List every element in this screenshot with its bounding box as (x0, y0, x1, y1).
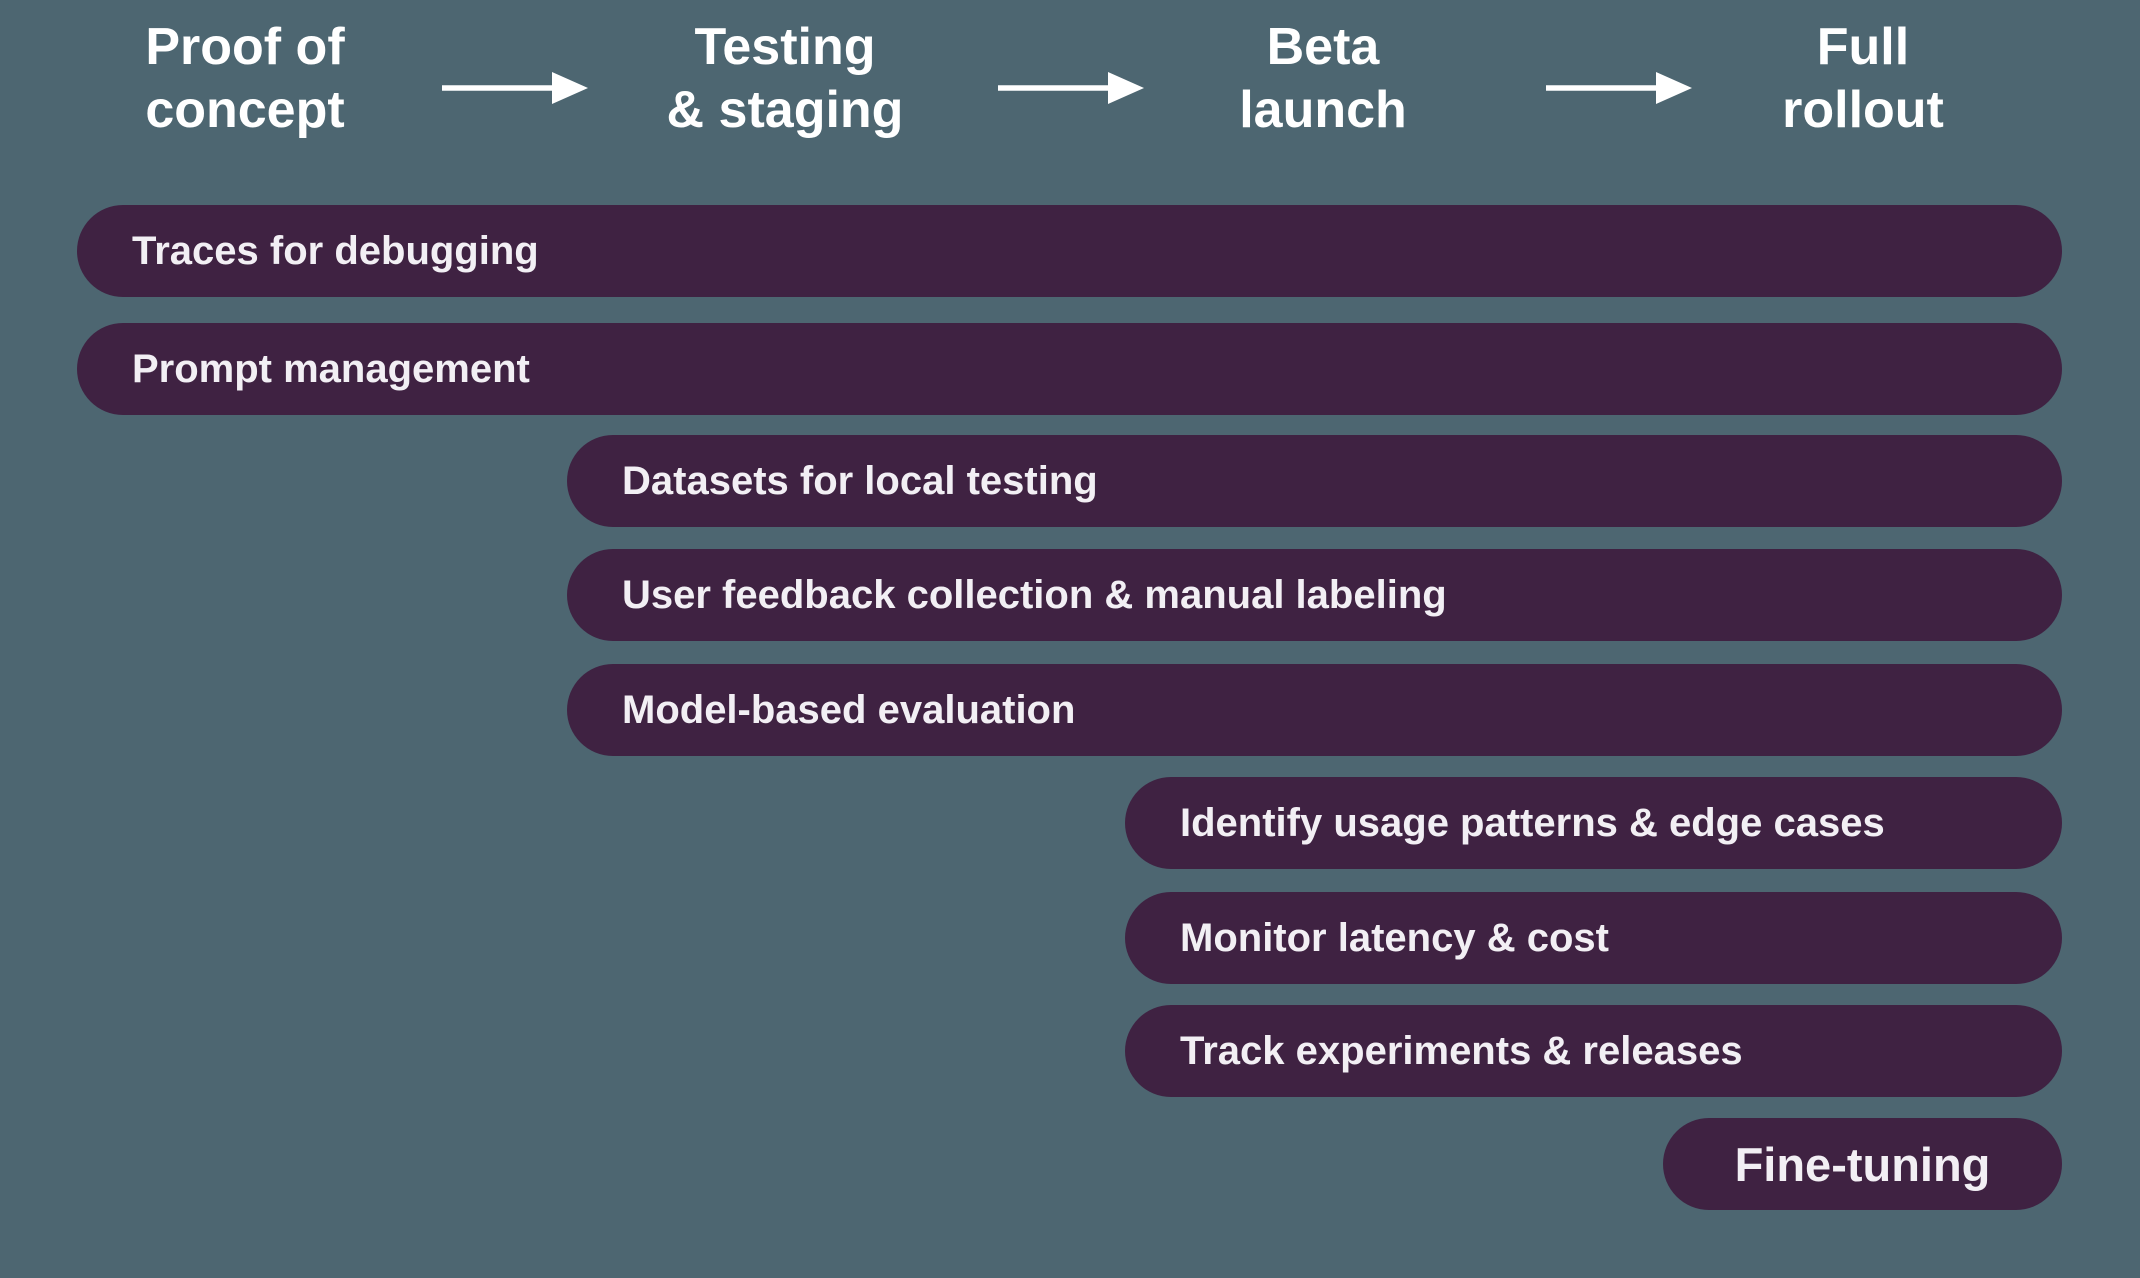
phase-label-line: rollout (1782, 81, 1944, 139)
roadmap-bar: User feedback collection & manual labeli… (567, 549, 2062, 641)
roadmap-bar: Fine-tuning (1663, 1118, 2062, 1210)
bar-label: Datasets for local testing (622, 458, 1098, 503)
roadmap-bar: Identify usage patterns & edge cases (1125, 777, 2062, 869)
bar-label: User feedback collection & manual labeli… (622, 572, 1447, 617)
bar-label: Track experiments & releases (1180, 1028, 1743, 1073)
roadmap-bar: Track experiments & releases (1125, 1005, 2062, 1097)
roadmap-bar: Model-based evaluation (567, 664, 2062, 756)
phase-label-line: Beta (1266, 18, 1380, 76)
phase-label-line: concept (145, 81, 345, 139)
arrow-right-icon (442, 72, 588, 104)
phase-label-line: & staging (666, 81, 904, 139)
roadmap-bar: Prompt management (77, 323, 2062, 415)
roadmap-bar: Traces for debugging (77, 205, 2062, 297)
phase-label-line: Testing (694, 18, 876, 76)
phase-label-line: Full (1816, 18, 1910, 76)
bar-label: Traces for debugging (132, 228, 539, 273)
arrow-right-icon (998, 72, 1144, 104)
bar-label: Monitor latency & cost (1180, 915, 1609, 960)
phase-label-line: launch (1239, 81, 1407, 139)
bar-label: Prompt management (132, 346, 530, 391)
phase-label-line: Proof of (145, 18, 345, 76)
phase-label-2: Testing& staging (667, 16, 904, 142)
roadmap-bar: Datasets for local testing (567, 435, 2062, 527)
roadmap-bar: Monitor latency & cost (1125, 892, 2062, 984)
arrow-right-icon (1546, 72, 1692, 104)
bar-label: Model-based evaluation (622, 687, 1076, 732)
bar-label: Identify usage patterns & edge cases (1180, 800, 1885, 845)
bar-label: Fine-tuning (1734, 1137, 1991, 1191)
